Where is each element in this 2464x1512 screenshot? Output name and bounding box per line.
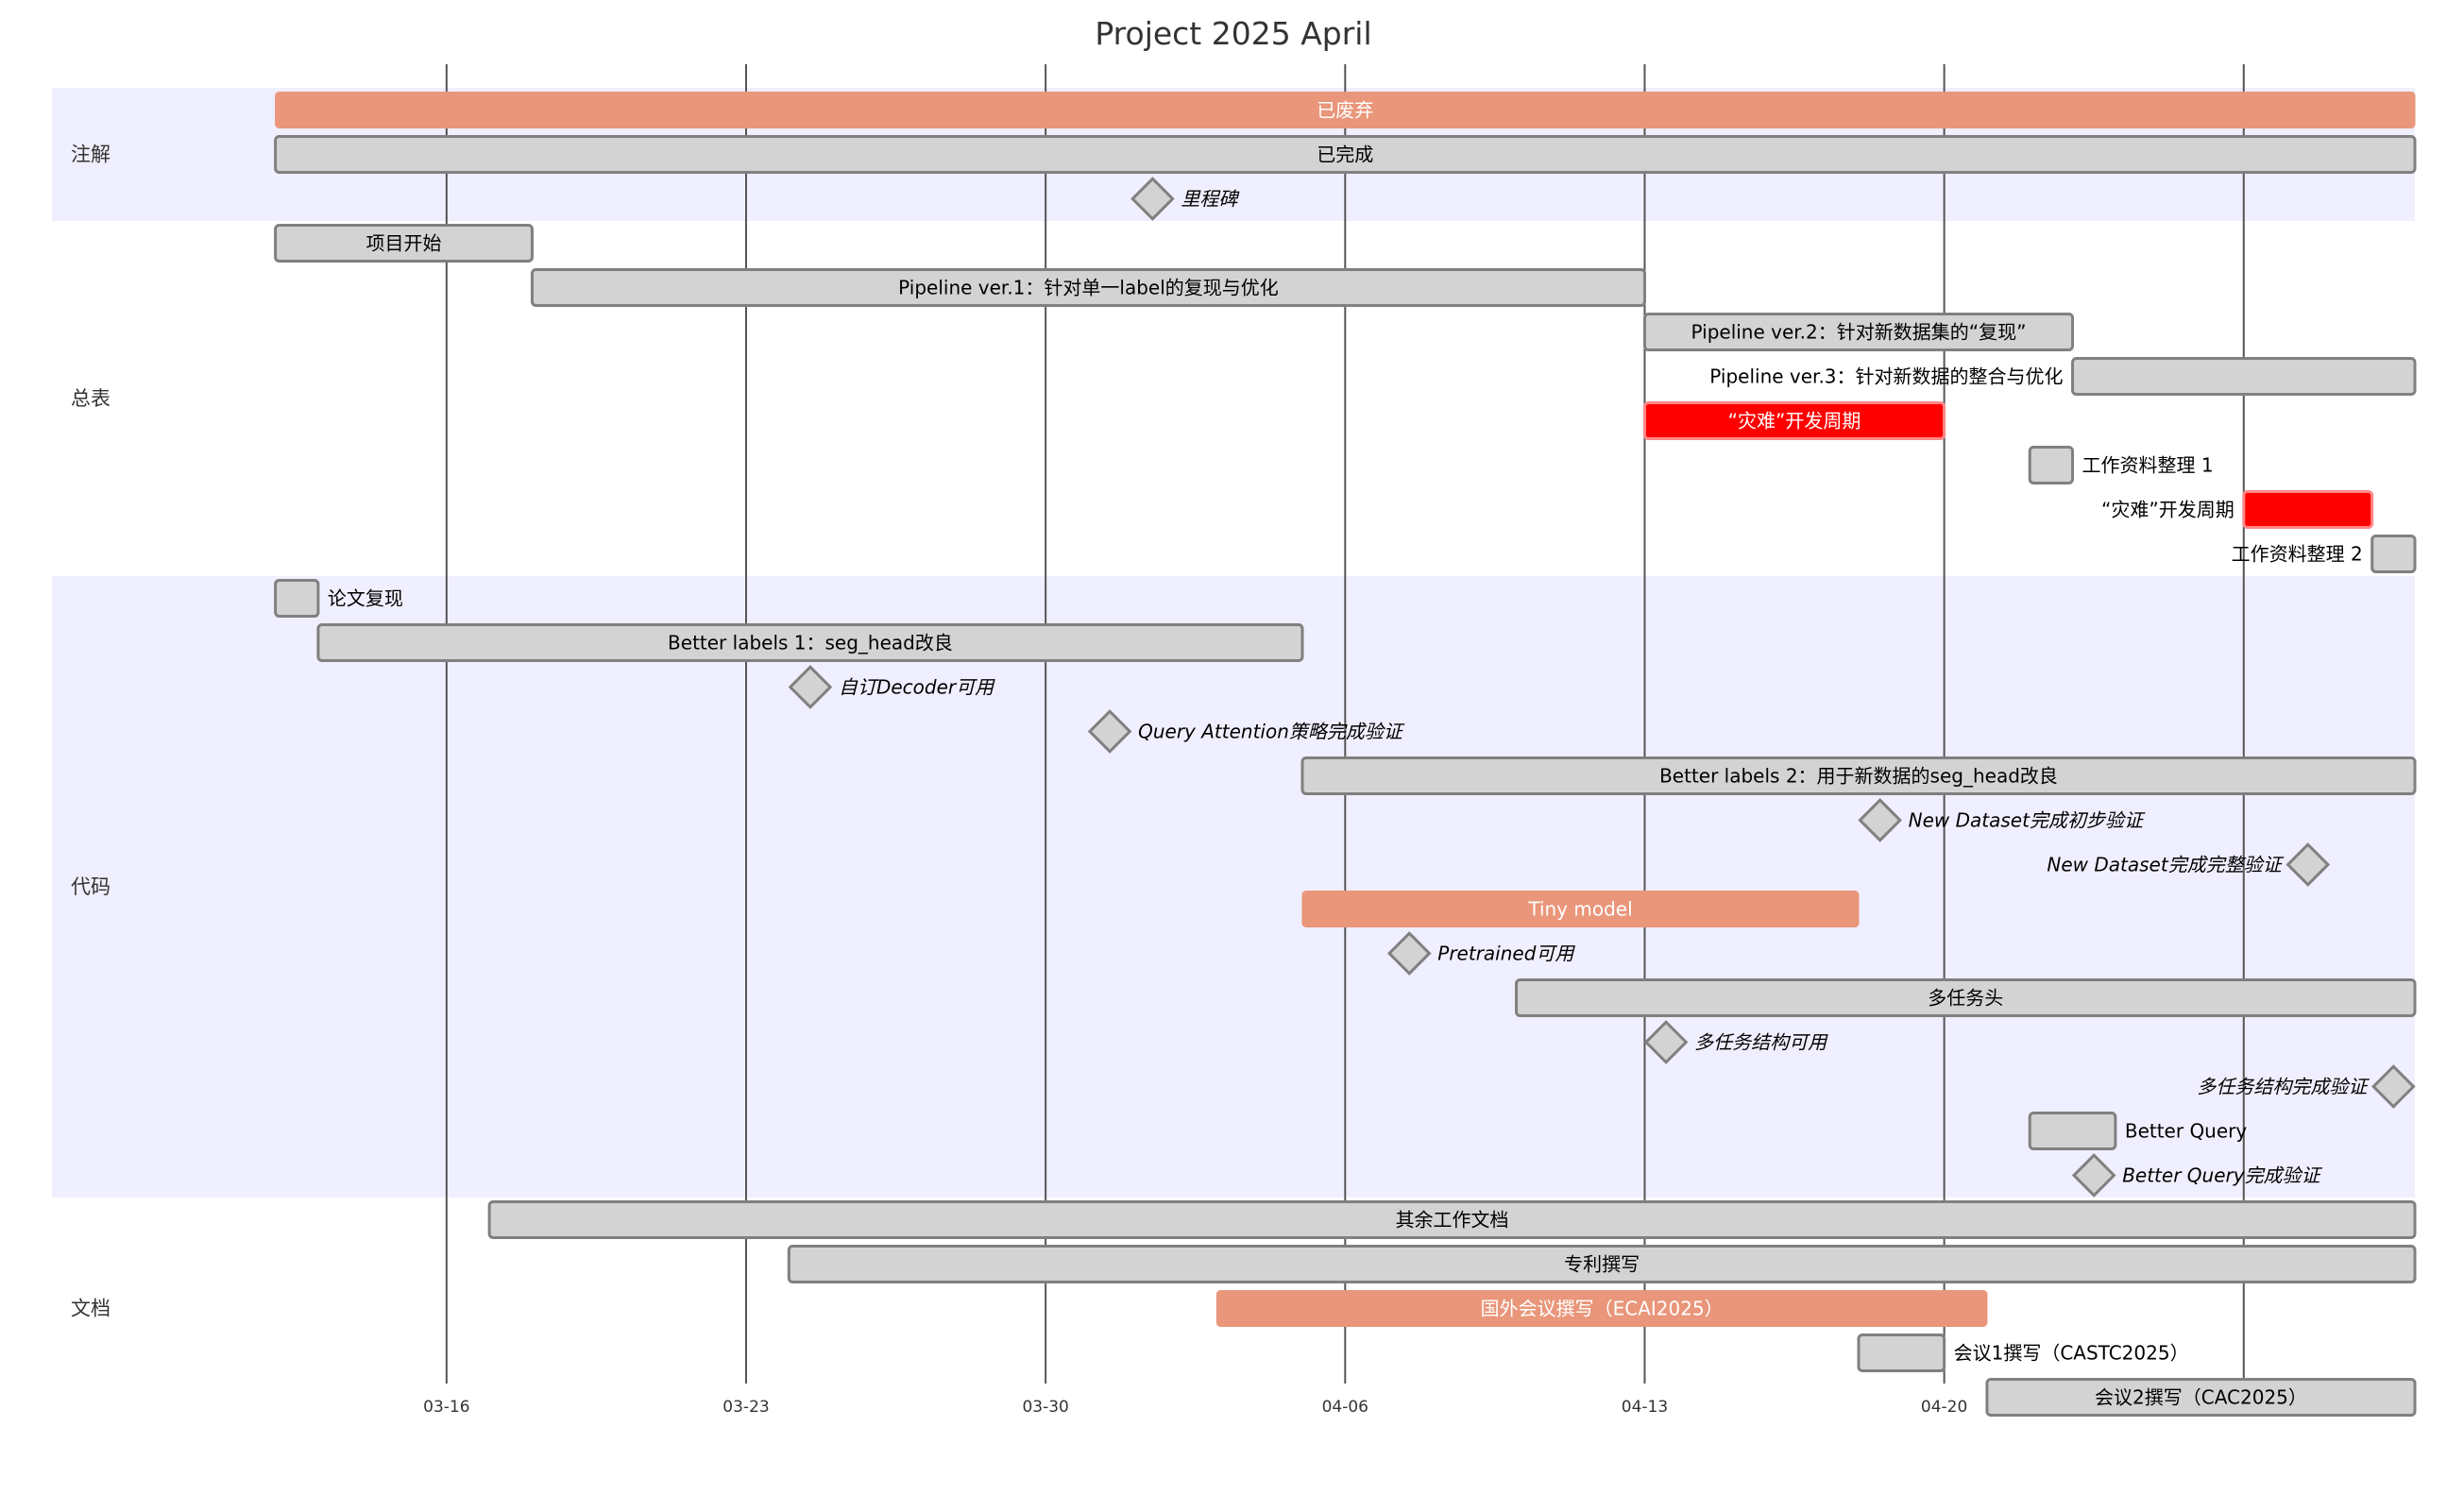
section-label: 注解 bbox=[71, 144, 110, 166]
section-band bbox=[52, 576, 2415, 1198]
task-bar bbox=[1642, 313, 2075, 351]
task-label: Better Query bbox=[2125, 1120, 2248, 1143]
task-bar bbox=[487, 1200, 2417, 1239]
task-label: “灾难”开发周期 bbox=[1728, 410, 1861, 433]
task-label: 工作资料整理 2 bbox=[2232, 543, 2363, 566]
task-bar bbox=[274, 579, 320, 618]
task-bar bbox=[274, 224, 534, 263]
x-tick-label: 04-06 bbox=[1322, 1398, 1368, 1417]
task-bar bbox=[1857, 1334, 1946, 1372]
task-label: 论文复现 bbox=[328, 587, 403, 610]
milestone-label: Pretrained可用 bbox=[1437, 943, 1575, 965]
task-label: 多任务头 bbox=[1928, 987, 2003, 1010]
task-bar bbox=[1215, 1290, 1988, 1327]
milestone-marker bbox=[1858, 798, 1902, 842]
milestone-marker bbox=[1130, 177, 1175, 221]
task-bar bbox=[275, 92, 2416, 128]
task-label: Pipeline ver.1：针对单一label的复现与优化 bbox=[898, 277, 1279, 299]
section-label: 总表 bbox=[71, 387, 110, 410]
task-label: 专利撰写 bbox=[1564, 1253, 1640, 1276]
task-bar bbox=[2028, 1112, 2117, 1150]
task-label: 已完成 bbox=[1317, 144, 1373, 166]
milestone-marker bbox=[2371, 1064, 2416, 1109]
milestone-label: 多任务结构完成验证 bbox=[2197, 1076, 2370, 1098]
task-label: 会议2撰写（CAC2025） bbox=[2095, 1386, 2307, 1409]
task-label: 会议1撰写（CASTC2025） bbox=[1954, 1342, 2189, 1365]
milestone-marker bbox=[2286, 842, 2331, 887]
task-label: Better labels 2：用于新数据的seg_head改良 bbox=[1659, 765, 2058, 788]
milestone-label: Query Attention策略完成验证 bbox=[1138, 721, 1405, 743]
milestone-marker bbox=[788, 665, 833, 709]
task-bar bbox=[2371, 535, 2417, 573]
task-label: Better labels 1：seg_head改良 bbox=[668, 632, 953, 654]
task-bar bbox=[316, 623, 1304, 662]
task-bar bbox=[787, 1245, 2417, 1283]
milestone-label: 多任务结构可用 bbox=[1694, 1031, 1828, 1054]
milestone-marker bbox=[2071, 1153, 2116, 1198]
milestone-label: New Dataset完成完整验证 bbox=[2047, 854, 2284, 876]
milestone-marker bbox=[1386, 931, 1432, 976]
task-bar bbox=[1300, 756, 2417, 795]
task-label: 已废弃 bbox=[1317, 99, 1373, 122]
task-bar bbox=[2242, 490, 2374, 529]
milestone-label: New Dataset完成初步验证 bbox=[1909, 809, 2146, 832]
task-bar bbox=[2071, 357, 2417, 396]
task-label: “灾难”开发周期 bbox=[2101, 499, 2235, 521]
task-bar bbox=[1301, 891, 1860, 927]
milestone-label: 里程碑 bbox=[1181, 188, 1240, 211]
section-label: 文档 bbox=[71, 1298, 110, 1320]
task-bar bbox=[1985, 1378, 2417, 1417]
task-label: Pipeline ver.3：针对新数据的整合与优化 bbox=[1709, 365, 2063, 388]
task-bar bbox=[274, 135, 2417, 174]
chart-title: Project 2025 April bbox=[1095, 15, 1371, 52]
milestone-label: 自订Decoder可用 bbox=[839, 676, 995, 699]
task-bar bbox=[1642, 401, 1946, 440]
task-bar bbox=[2028, 446, 2075, 484]
task-label: 其余工作文档 bbox=[1396, 1209, 1509, 1232]
x-tick-label: 03-30 bbox=[1022, 1398, 1068, 1417]
milestone-label: Better Query完成验证 bbox=[2122, 1164, 2322, 1187]
task-label: 国外会议撰写（ECAI2025） bbox=[1481, 1298, 1724, 1320]
task-label: Pipeline ver.2：针对新数据集的“复现” bbox=[1691, 321, 2027, 344]
x-tick-label: 03-16 bbox=[423, 1398, 469, 1417]
x-tick-label: 04-20 bbox=[1921, 1398, 1967, 1417]
task-bar bbox=[1515, 978, 2417, 1017]
milestone-marker bbox=[1643, 1020, 1689, 1064]
x-tick-label: 03-23 bbox=[722, 1398, 769, 1417]
section-label: 代码 bbox=[71, 875, 110, 898]
task-bar bbox=[530, 268, 1646, 307]
x-tick-label: 04-13 bbox=[1622, 1398, 1668, 1417]
task-label: 工作资料整理 1 bbox=[2082, 454, 2214, 477]
milestone-marker bbox=[1087, 709, 1132, 754]
task-label: 项目开始 bbox=[366, 232, 442, 255]
task-label: Tiny model bbox=[1527, 898, 1632, 921]
